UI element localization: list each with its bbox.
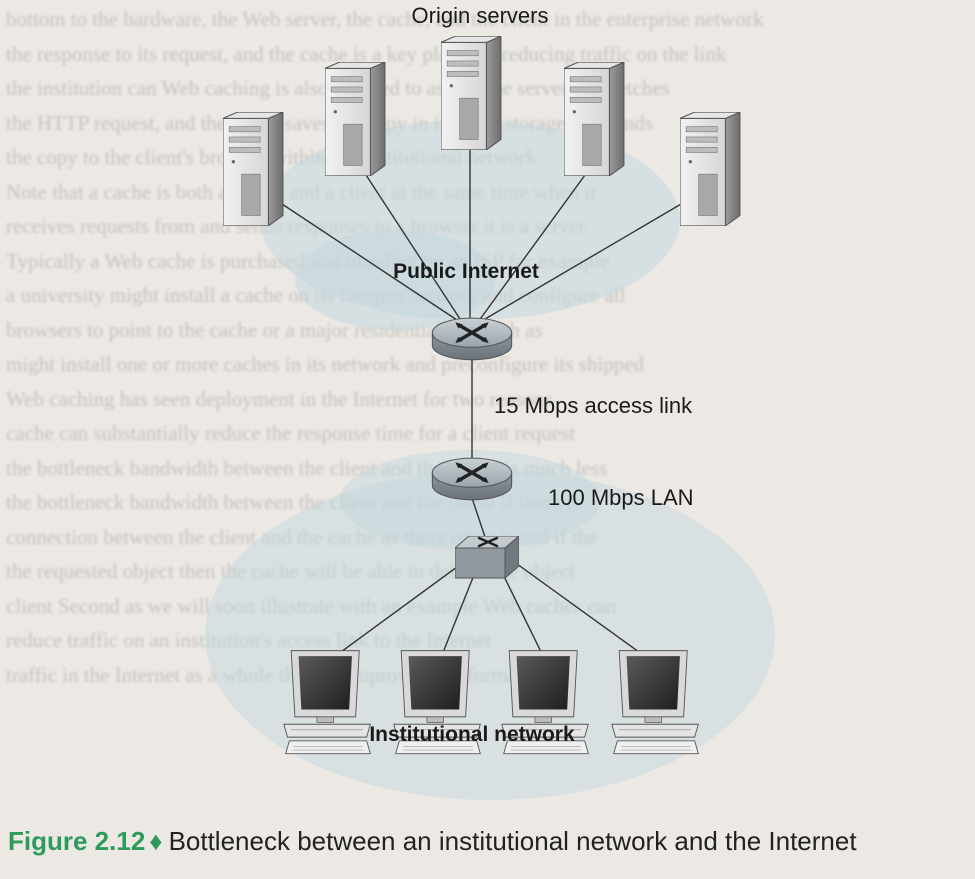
lan-link	[471, 497, 487, 541]
server-links	[275, 150, 689, 323]
caption-text: Bottleneck between an institutional netw…	[168, 826, 857, 856]
origin-servers-label: Origin servers	[412, 3, 549, 28]
public-internet-cloud-lobe	[295, 230, 495, 330]
figure-number: Figure 2.12	[8, 826, 146, 856]
access-link-label: 15 Mbps access link	[494, 393, 693, 418]
diamond-bullet-icon: ♦	[149, 826, 163, 856]
internet-router-icon	[430, 316, 514, 362]
server-tower-icon	[564, 62, 625, 176]
figure-caption: Figure 2.12♦Bottleneck between an instit…	[8, 826, 857, 857]
server-tower-icon	[223, 112, 284, 226]
lan-switch-icon	[455, 536, 519, 580]
institutional-network-cloud	[205, 470, 775, 800]
server-tower-icon	[680, 112, 741, 226]
lan-label: 100 Mbps LAN	[548, 485, 694, 510]
institutional-router-icon	[430, 456, 514, 502]
public-internet-label: Public Internet	[393, 260, 539, 283]
institutional-network-label: Institutional network	[369, 723, 575, 746]
server-tower-icon	[441, 36, 502, 150]
server-tower-icon	[325, 62, 386, 176]
